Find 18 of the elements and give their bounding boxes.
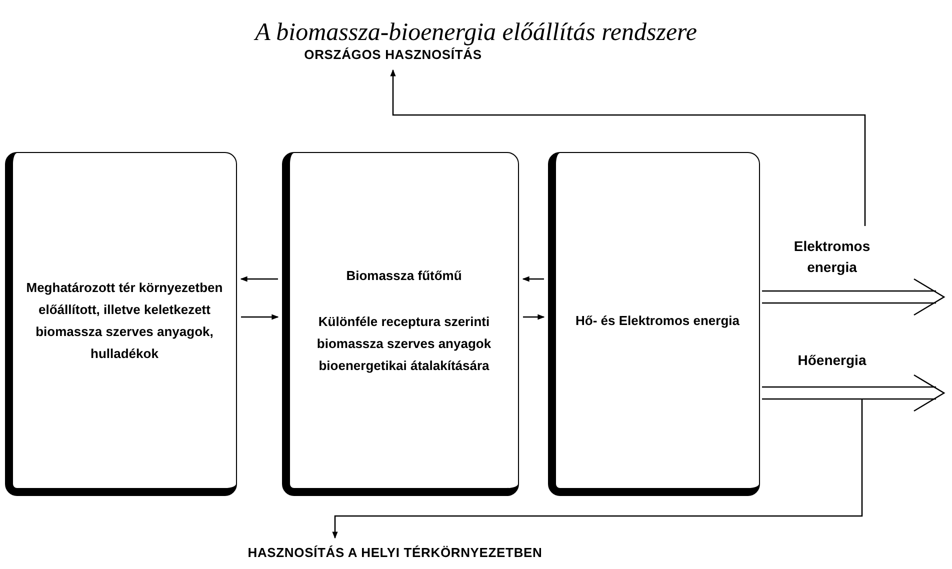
arrow: [390, 69, 866, 226]
process-box: [5, 152, 237, 496]
process-box: [282, 152, 519, 496]
edge-label: Elektromos energia: [792, 237, 872, 277]
edge-label: Hőenergia: [796, 351, 868, 370]
arrow: [523, 314, 545, 320]
arrow: [240, 276, 278, 282]
arrow: [241, 314, 279, 320]
process-box: [548, 152, 760, 496]
double-arrow: [761, 374, 946, 412]
heading-label: HASZNOSÍTÁS A HELYI TÉRKÖRNYEZETBEN: [225, 542, 565, 564]
arrow: [332, 399, 863, 539]
box-text: Biomassza fűtőmű: [346, 266, 462, 284]
arrow: [522, 276, 544, 282]
box-text: Meghatározott tér környezetben előállított, illetve keletkezett biomassza szerves anyagok, hulladékok: [25, 278, 224, 362]
double-arrow: [761, 278, 946, 316]
box-text: Hő- és Elektromos energia: [576, 312, 740, 330]
box-text: Különféle receptura szerinti biomassza szerves anyagok bioenergetikai átalakítására: [316, 312, 492, 375]
